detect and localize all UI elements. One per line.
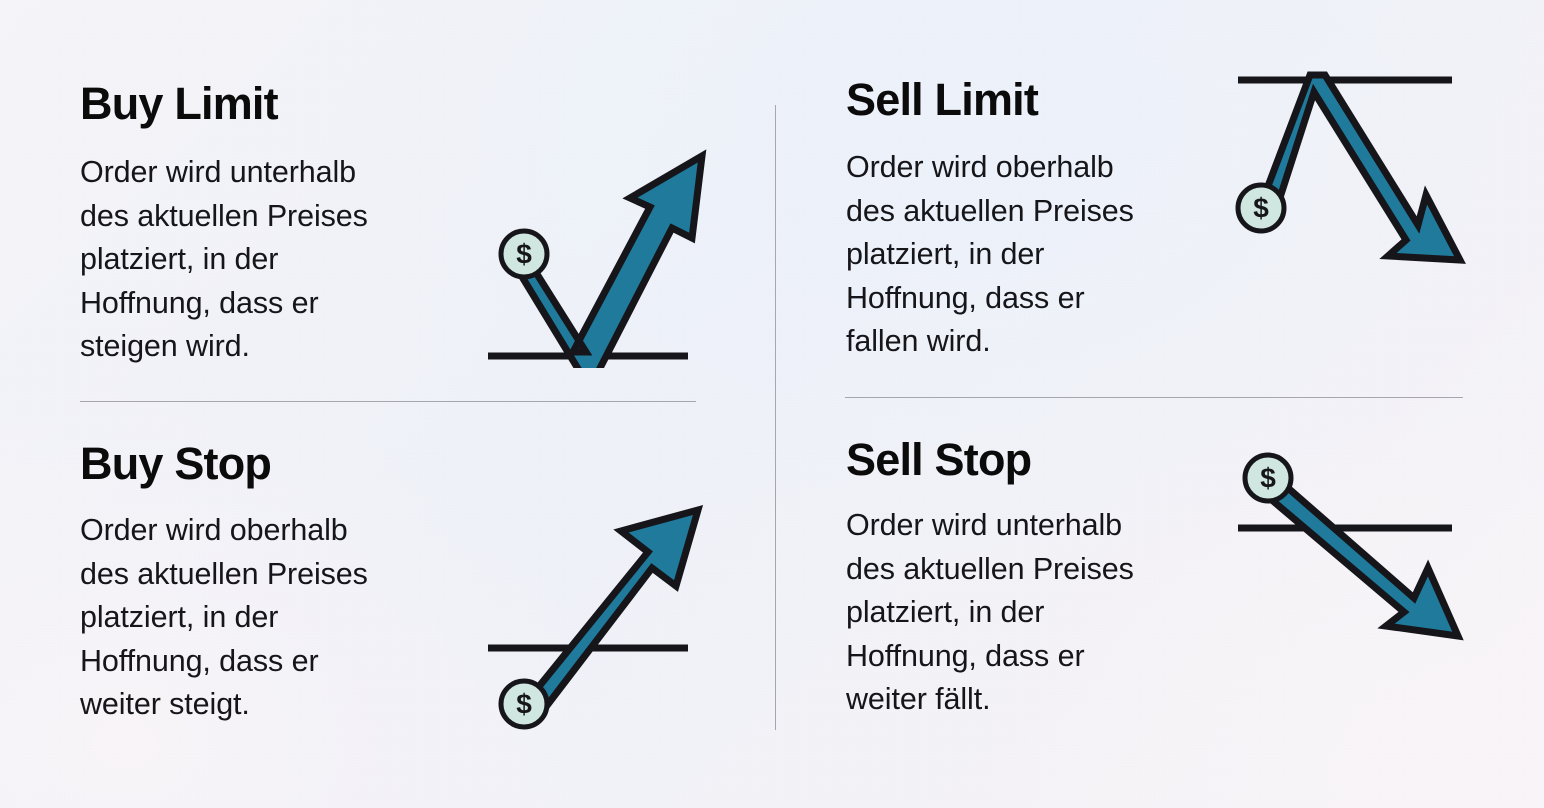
dollar-coin-icon: $ <box>1242 452 1294 504</box>
svg-text:$: $ <box>516 689 532 720</box>
decline-arrow <box>1257 71 1466 264</box>
svg-text:$: $ <box>1260 463 1276 494</box>
sell-stop-diagram: $ <box>1238 452 1464 641</box>
divider-buy-section <box>80 401 696 402</box>
sell-stop-text-block: Sell Stop Order wird unterhalb des aktue… <box>846 436 1246 722</box>
quadrant-sell-stop: Sell Stop Order wird unterhalb des aktue… <box>772 404 1544 808</box>
buy-limit-text-block: Buy Limit Order wird unterhalb des aktue… <box>80 80 480 369</box>
buy-limit-diagram: $ <box>488 149 707 376</box>
dollar-coin-icon: $ <box>498 228 550 280</box>
buy-limit-figure: $ <box>480 128 720 376</box>
svg-text:$: $ <box>516 239 532 270</box>
svg-text:$: $ <box>1253 193 1269 224</box>
buy-stop-diagram: $ <box>488 504 704 730</box>
sell-stop-figure: $ <box>1228 420 1488 685</box>
buy-stop-figure: $ <box>480 490 720 735</box>
sell-limit-title: Sell Limit <box>846 74 1039 125</box>
divider-columns <box>775 105 776 730</box>
sell-stop-description: Order wird unterhalb des aktuellen Preis… <box>846 508 1134 717</box>
sell-limit-figure: $ <box>1228 50 1488 315</box>
breakout-arrow-up <box>523 504 704 718</box>
sell-stop-title: Sell Stop <box>846 434 1032 485</box>
quadrant-buy-stop: Buy Stop Order wird oberhalb des aktuell… <box>0 404 772 808</box>
sell-limit-diagram: $ <box>1235 71 1466 264</box>
breakdown-arrow-down <box>1255 468 1464 641</box>
buy-stop-title: Buy Stop <box>80 438 272 489</box>
buy-stop-text-block: Buy Stop Order wird oberhalb des aktuell… <box>80 440 480 727</box>
sell-limit-text-block: Sell Limit Order wird oberhalb des aktue… <box>846 76 1246 364</box>
quadrant-sell-limit: Sell Limit Order wird oberhalb des aktue… <box>772 0 1544 404</box>
quadrant-buy-limit: Buy Limit Order wird unterhalb des aktue… <box>0 0 772 404</box>
buy-limit-title: Buy Limit <box>80 78 279 129</box>
buy-stop-description: Order wird oberhalb des aktuellen Preise… <box>80 513 368 722</box>
buy-limit-description: Order wird unterhalb des aktuellen Preis… <box>80 155 368 364</box>
rebound-arrow <box>508 149 707 376</box>
divider-sell-section <box>845 397 1463 398</box>
sell-limit-description: Order wird oberhalb des aktuellen Preise… <box>846 150 1134 359</box>
dollar-coin-icon: $ <box>1235 182 1287 234</box>
dollar-coin-icon: $ <box>498 678 550 730</box>
